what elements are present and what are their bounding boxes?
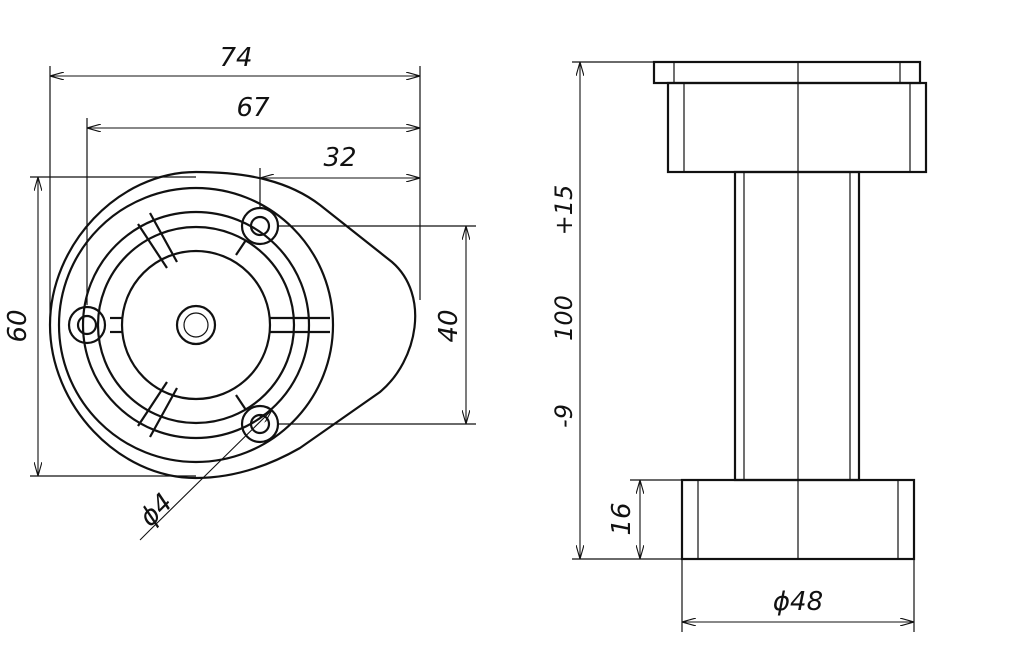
- top-plate: [652, 60, 922, 85]
- mount-hole-top: [240, 206, 280, 246]
- dim-text-100: 100: [550, 295, 578, 341]
- middle-ring-outer: [81, 210, 311, 440]
- mount-hole-left: [67, 305, 107, 345]
- top-view: 74 67 32 60 40 ϕ4: [3, 43, 476, 541]
- flange-outline: [48, 170, 417, 480]
- dim-text-40: 40: [434, 309, 464, 342]
- dim-text-60: 60: [3, 309, 33, 342]
- dim-text-phi4: ϕ4: [134, 488, 179, 533]
- dim-text-phi48: ϕ48: [773, 587, 823, 617]
- mount-hole-bottom: [240, 404, 280, 444]
- outer-ring: [57, 186, 335, 464]
- side-extension-lines: [572, 61, 915, 632]
- leader-phi4: [149, 410, 272, 531]
- dim-text-32: 32: [323, 143, 356, 173]
- hub-ring: [120, 249, 272, 401]
- dim-text-67: 67: [236, 93, 270, 123]
- ribs: [110, 212, 330, 438]
- dim-text-plus15: +15: [550, 185, 578, 236]
- extension-lines: [30, 66, 476, 477]
- dim-text-16: 16: [607, 502, 637, 535]
- upper-body: [666, 81, 928, 174]
- center-hole: [175, 304, 217, 346]
- middle-ring-inner: [96, 225, 296, 425]
- tube: [733, 170, 861, 482]
- side-view: +15 100 -9 16 ϕ48: [550, 60, 928, 632]
- dim-text-minus9: -9: [550, 404, 578, 428]
- dim-text-74: 74: [219, 43, 252, 73]
